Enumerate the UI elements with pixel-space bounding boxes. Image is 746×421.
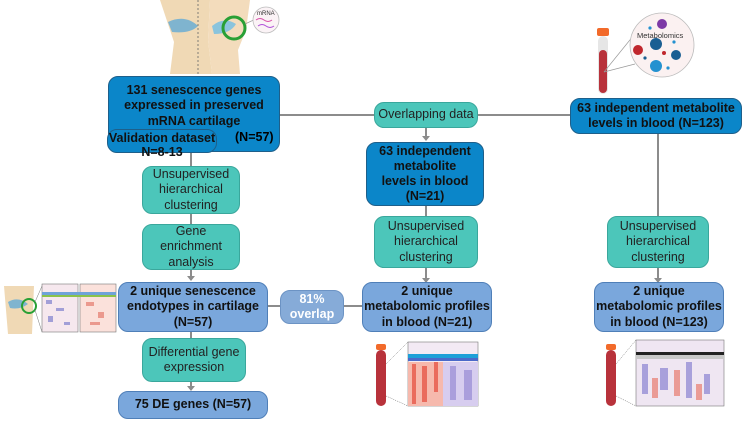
differential-expression-box: Differential gene expression	[142, 338, 246, 382]
connector-left-1	[190, 150, 192, 166]
focus-circle	[21, 298, 37, 314]
validation-dataset-label: Validation dataset	[108, 131, 216, 145]
connector-middle-1	[425, 206, 427, 216]
metabolomics-label: Metabolomics	[637, 31, 684, 40]
overlap-badge: 81% overlap	[280, 290, 344, 324]
overlapping-data-box: Overlapping data	[374, 102, 478, 128]
focus-circle	[221, 15, 247, 41]
middle-heatmap-illustration	[376, 341, 479, 407]
senescence-endotypes-text: 2 unique senescence endotypes in cartila…	[127, 284, 259, 329]
middle-clustering-box: Unsupervised hierarchical clustering	[374, 216, 478, 268]
gene-enrichment-text: Gene enrichment analysis	[160, 224, 222, 269]
mrna-label: mRNA	[257, 11, 275, 17]
arrow-head	[422, 136, 430, 141]
de-genes-text: 75 DE genes (N=57)	[134, 397, 252, 412]
middle-clustering-text: Unsupervised hierarchical clustering	[387, 219, 465, 264]
arrow-head	[654, 278, 662, 283]
right-profiles-text: 2 unique metabolomic profiles in blood (…	[596, 284, 722, 329]
senescence-endotypes-box: 2 unique senescence endotypes in cartila…	[118, 282, 268, 332]
right-heatmap-illustration	[606, 339, 725, 407]
connector-overlap-to-right	[478, 114, 570, 116]
arrow-head	[422, 278, 430, 283]
right-metabolite-text: 63 independent metabolite levels in bloo…	[577, 100, 735, 130]
arrow-head	[187, 276, 195, 281]
gene-enrichment-box: Gene enrichment analysis	[142, 224, 240, 270]
connector-endotype-to-badge	[268, 305, 280, 307]
connector-top-left-to-overlap	[280, 114, 374, 116]
middle-profiles-text: 2 unique metabolomic profiles in blood (…	[364, 284, 490, 329]
right-clustering-box: Unsupervised hierarchical clustering	[607, 216, 709, 268]
middle-metabolite-box: 63 independent metabolite levels in bloo…	[366, 142, 484, 206]
connector-left-4	[190, 332, 192, 338]
validation-n-label: N=8-13	[141, 145, 183, 160]
middle-profiles-box: 2 unique metabolomic profiles in blood (…	[362, 282, 492, 332]
validation-dataset-box: Validation dataset N=8-13	[107, 129, 217, 159]
left-clustering-text: Unsupervised hierarchical clustering	[152, 167, 230, 212]
right-clustering-text: Unsupervised hierarchical clustering	[619, 219, 697, 264]
senescence-genes-text: 131 senescence genes expressed in preser…	[124, 83, 264, 128]
de-genes-box: 75 DE genes (N=57)	[118, 391, 268, 419]
differential-expression-text: Differential gene expression	[148, 344, 240, 374]
senescence-n-label: (N=57)	[235, 130, 274, 144]
connector-right-1	[657, 134, 659, 216]
connector-middle-2	[425, 268, 427, 282]
connector-right-2	[657, 268, 659, 282]
connector-overlap-to-middle	[425, 128, 427, 138]
middle-metabolite-text: 63 independent metabolite levels in bloo…	[379, 143, 471, 204]
connector-badge-to-profile	[344, 305, 362, 307]
right-profiles-box: 2 unique metabolomic profiles in blood (…	[594, 282, 724, 332]
connector-left-2	[190, 214, 192, 224]
overlapping-data-text: Overlapping data	[378, 107, 474, 122]
blood-metabolomics-illustration: Metabolomics	[597, 12, 695, 94]
knee-joint-illustration: mRNA	[160, 0, 280, 74]
right-metabolite-box: 63 independent metabolite levels in bloo…	[570, 98, 742, 134]
overlap-label: overlap	[289, 307, 335, 321]
connector-left-3	[190, 270, 192, 280]
left-clustering-box: Unsupervised hierarchical clustering	[142, 166, 240, 214]
overlap-percent: 81%	[299, 291, 325, 306]
cartilage-heatmap-illustration	[4, 283, 117, 334]
arrow-head	[187, 386, 195, 391]
